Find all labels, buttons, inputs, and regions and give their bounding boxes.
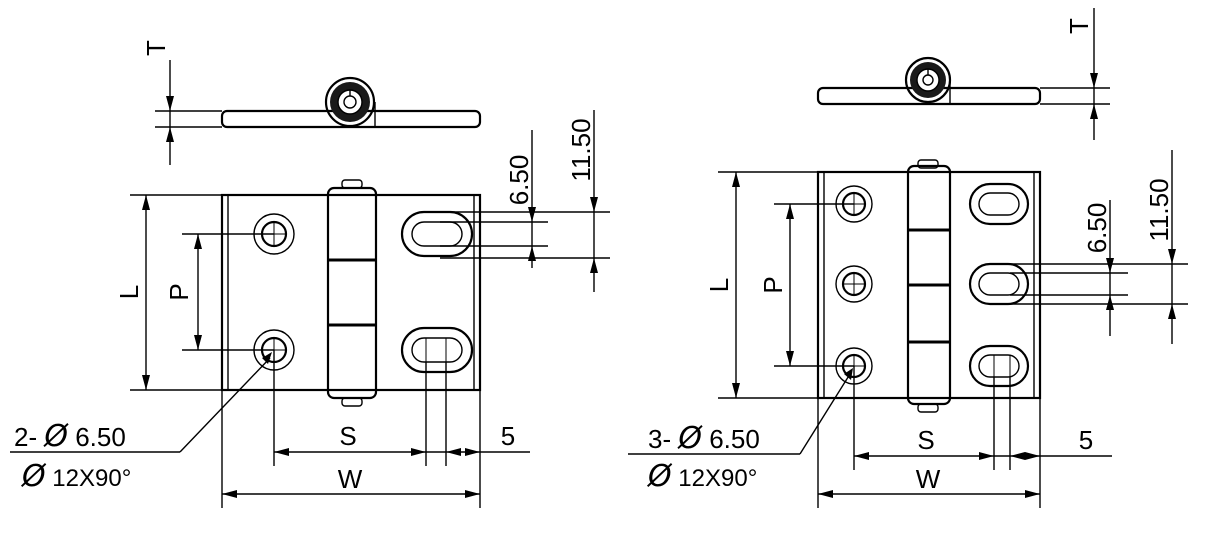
left-hole-dia-symbol: Ø bbox=[42, 419, 69, 454]
right-csk-symbol: Ø bbox=[646, 459, 673, 494]
right-hole-dia: 6.50 bbox=[709, 424, 760, 454]
left-side-view bbox=[155, 60, 482, 165]
left-front-view bbox=[220, 179, 482, 407]
right-dim-slot-small: 6.50 bbox=[1082, 203, 1112, 254]
left-dim-slot-small: 6.50 bbox=[504, 155, 534, 206]
left-hole-leader bbox=[10, 352, 272, 453]
right-dim-l: L bbox=[704, 278, 734, 292]
left-dim-t: T bbox=[141, 40, 171, 56]
right-hole-note: 3- Ø 6.50 bbox=[648, 421, 760, 456]
right-csk-value: 12X90° bbox=[678, 465, 757, 492]
right-dim-bottom-lines bbox=[817, 366, 1112, 508]
left-csk-value: 12X90° bbox=[52, 465, 131, 492]
left-dim-s: S bbox=[339, 421, 356, 451]
right-hole-dia-symbol: Ø bbox=[676, 421, 703, 456]
right-dim-slot-large: 11.50 bbox=[1144, 178, 1174, 241]
left-dim-slot-large: 11.50 bbox=[566, 118, 596, 181]
left-dim-w: W bbox=[338, 464, 363, 494]
left-dim-slot-lines bbox=[440, 110, 610, 292]
left-dim-l-line bbox=[130, 194, 222, 391]
left-dim-edge: 5 bbox=[501, 421, 515, 451]
right-hole-qty: 3- bbox=[648, 424, 671, 454]
right-csk-note: Ø 12X90° bbox=[646, 459, 757, 494]
right-dim-w: W bbox=[916, 464, 941, 494]
right-hinge: T bbox=[628, 8, 1188, 508]
left-hole-dia: 6.50 bbox=[75, 422, 126, 452]
left-dim-p-line bbox=[182, 233, 274, 351]
right-dim-edge: 5 bbox=[1079, 425, 1093, 455]
right-hole-leader bbox=[628, 368, 853, 455]
left-csk-note: Ø 12X90° bbox=[20, 459, 131, 494]
left-dim-bottom-lines bbox=[221, 350, 530, 508]
left-hole-qty: 2- bbox=[14, 422, 37, 452]
right-dim-slot-lines bbox=[1010, 150, 1188, 344]
left-dim-p: P bbox=[164, 283, 194, 300]
left-dim-l: L bbox=[114, 285, 144, 299]
left-hole-note: 2- Ø 6.50 bbox=[14, 419, 126, 454]
right-dim-p-line bbox=[774, 203, 854, 367]
right-dim-p: P bbox=[758, 276, 788, 293]
right-dim-t: T bbox=[1064, 18, 1094, 34]
left-csk-symbol: Ø bbox=[20, 459, 47, 494]
right-side-view bbox=[816, 8, 1110, 140]
right-dim-s: S bbox=[917, 425, 934, 455]
left-hinge: T bbox=[10, 40, 610, 508]
right-dim-l-line bbox=[718, 171, 818, 399]
